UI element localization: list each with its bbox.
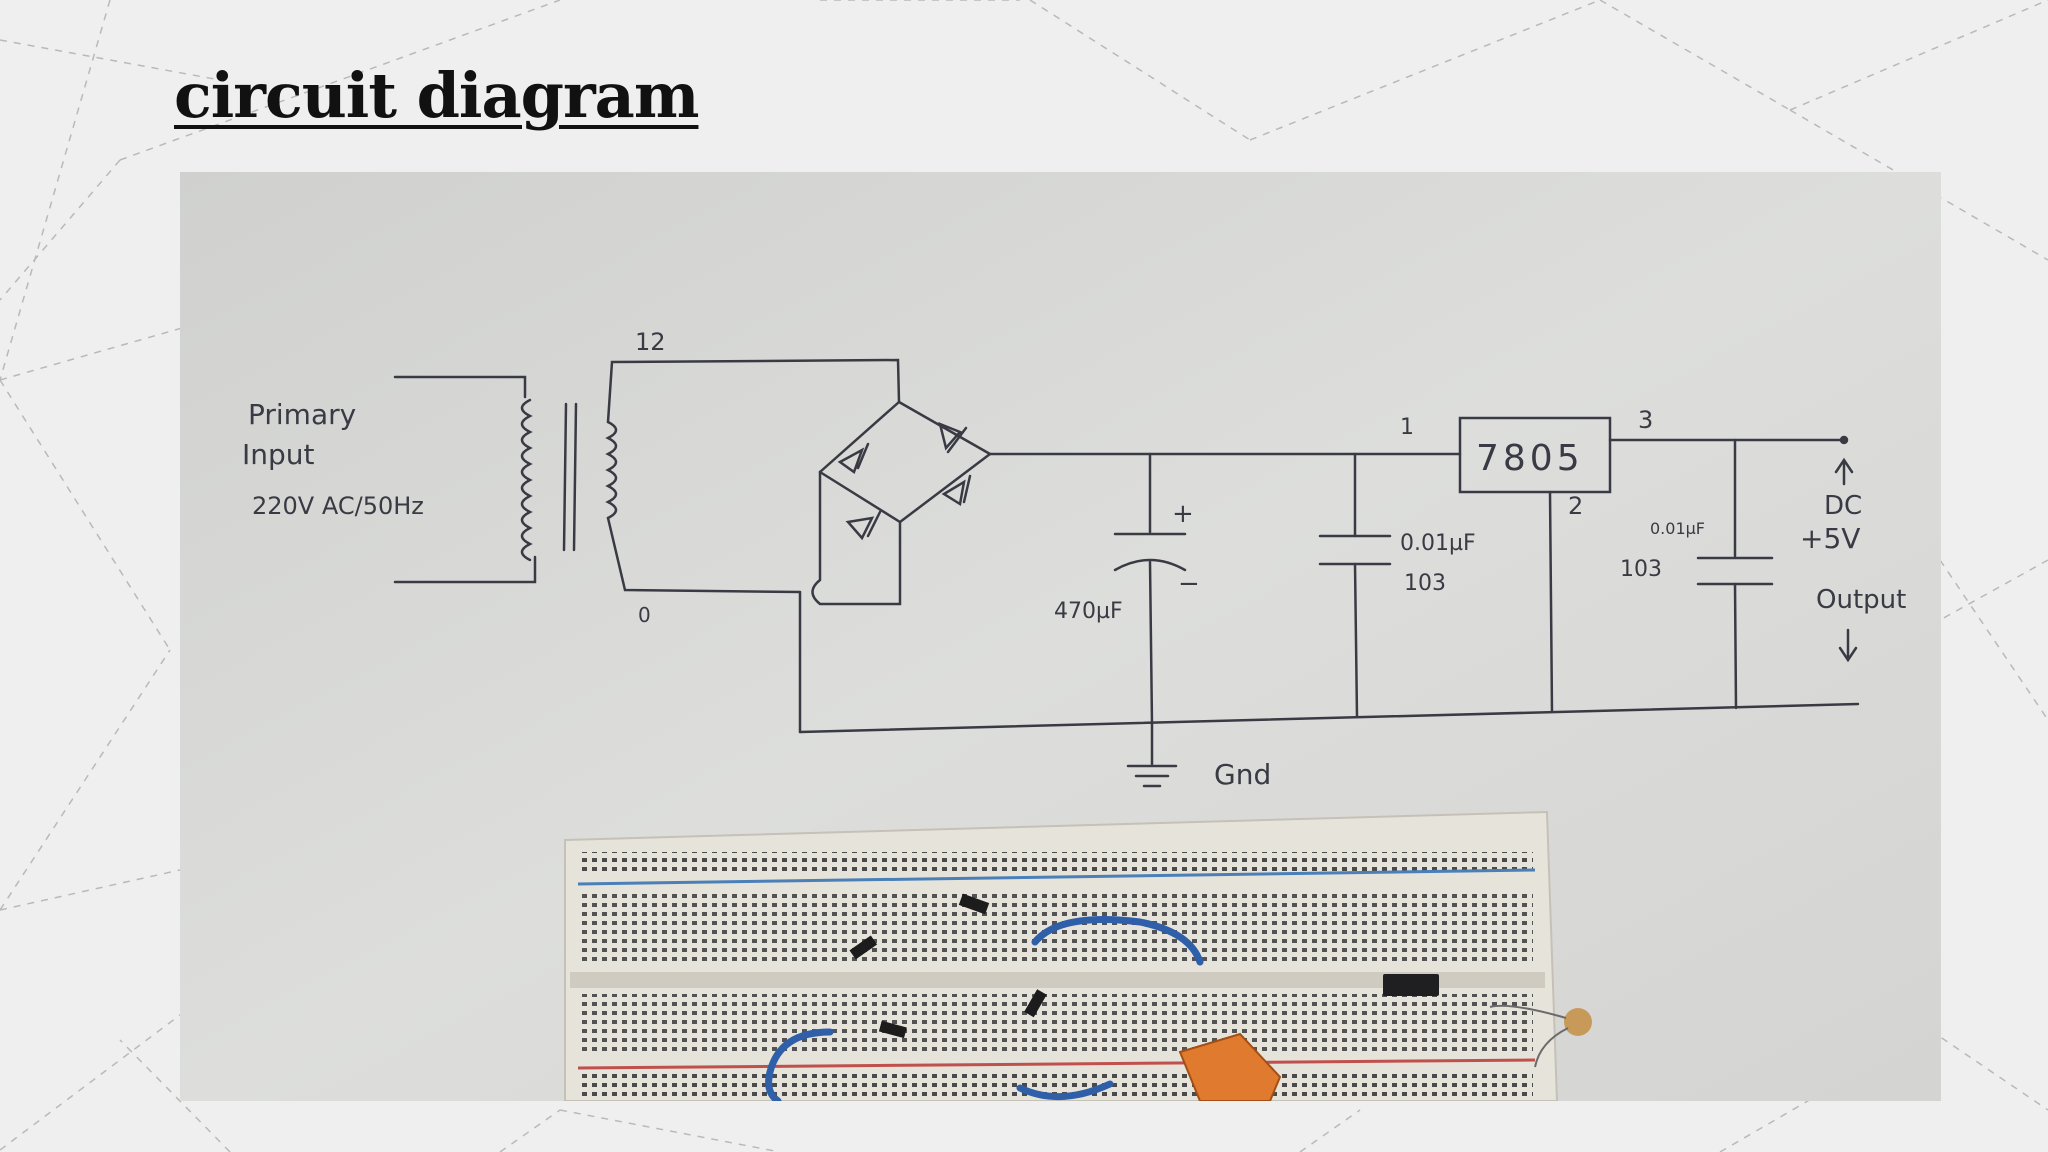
regulator-ground-pin — [1548, 490, 1554, 714]
ceramic-capacitor — [1564, 1008, 1592, 1036]
ground-symbol — [1126, 722, 1178, 788]
power-rail-top — [578, 852, 1533, 874]
input-label-line-2: Input — [242, 438, 315, 471]
pin-label-1: 1 — [1400, 415, 1414, 440]
output-terminal-dot — [1839, 435, 1849, 445]
transformer-core-line-2 — [572, 402, 578, 552]
filter-cap-plus: + — [1172, 499, 1194, 529]
terminal-strip-lower — [578, 994, 1533, 1056]
input-label-line-3: 220V AC/50Hz — [252, 492, 424, 520]
decoupling-cap-in-lead-bottom — [1353, 562, 1359, 719]
jumper-wire-2 — [765, 1028, 834, 1101]
primary-lead-bottom — [393, 555, 537, 584]
ground-label: Gnd — [1214, 758, 1271, 791]
output-arrow-up — [1834, 457, 1854, 486]
secondary-top-label: 12 — [635, 328, 666, 356]
primary-coil — [520, 398, 533, 562]
circuit-photo: Primary Input 220V AC/50Hz 12 0 7805 1 2… — [180, 172, 1941, 1101]
output-dc-label: DC — [1824, 491, 1862, 521]
center-channel — [570, 972, 1545, 988]
output-text-label: Output — [1816, 585, 1906, 615]
terminal-block — [1178, 1032, 1282, 1101]
diode-2 — [938, 421, 968, 454]
jumper-wire-1 — [1031, 916, 1204, 966]
decoupling-cap-in-value: 0.01µF — [1400, 531, 1476, 556]
primary-lead-top — [393, 375, 527, 399]
decoupling-cap-out-code: 103 — [1620, 557, 1662, 582]
breadboard — [564, 810, 1592, 1101]
power-rail-bottom — [578, 1074, 1533, 1096]
regulator-7805 — [1458, 416, 1612, 494]
decoupling-cap-out-lead-bottom — [1733, 582, 1738, 710]
secondary-coil — [605, 420, 618, 520]
schematic — [393, 358, 1860, 788]
decoupling-cap-out-value: 0.01µF — [1650, 519, 1705, 538]
diode-4 — [941, 474, 972, 507]
filter-cap-plate-bottom — [1113, 558, 1187, 572]
input-label-line-1: Primary — [248, 398, 356, 431]
ground-rail — [798, 702, 1860, 734]
diode-component-2 — [849, 935, 878, 960]
regulator-ic — [1383, 974, 1439, 996]
filter-cap-minus: − — [1178, 569, 1200, 599]
regulator-label: 7805 — [1476, 438, 1584, 479]
diode-1 — [837, 442, 870, 474]
secondary-lead-bottom — [606, 516, 802, 594]
diode-component-1 — [958, 893, 990, 915]
output-voltage-label: +5V — [1800, 522, 1860, 555]
filter-cap-label: 470µF — [1054, 599, 1123, 624]
diode-3 — [845, 510, 882, 541]
diode-component-4 — [1024, 989, 1047, 1018]
pin-label-3: 3 — [1638, 406, 1653, 434]
pin-label-2: 2 — [1568, 492, 1583, 520]
diode-component-3 — [878, 1020, 907, 1039]
output-arrow-down — [1838, 628, 1858, 663]
secondary-bottom-label: 0 — [638, 603, 651, 627]
jumper-wire-3 — [1016, 1080, 1114, 1100]
slide-title: circuit diagram — [174, 59, 699, 132]
filter-cap-lead-bottom — [1148, 560, 1154, 726]
secondary-lead-top — [606, 358, 901, 424]
transformer-core-line-1 — [562, 402, 568, 552]
decoupling-cap-in-code: 103 — [1404, 571, 1446, 596]
capacitor-leads — [1489, 1004, 1569, 1068]
bridge-rectifier — [811, 400, 992, 606]
